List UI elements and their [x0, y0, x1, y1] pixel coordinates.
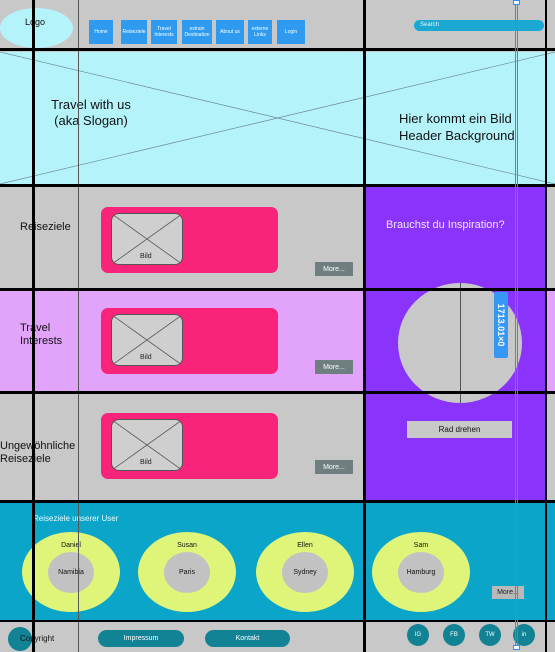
grid-line-h4: [0, 391, 555, 394]
selection-handle-top[interactable]: [513, 0, 520, 5]
card-ungewoehnliche[interactable]: Bild: [101, 413, 278, 479]
user-name: Susan: [177, 542, 197, 549]
more-button-reiseziele[interactable]: More...: [315, 262, 353, 276]
user-card-sam[interactable]: Sam Hamburg: [372, 532, 470, 612]
card-travel-interests[interactable]: Bild: [101, 308, 278, 374]
user-card-ellen[interactable]: Ellen Sydney: [256, 532, 354, 612]
grid-line-mid: [363, 0, 366, 652]
measure-text: 1713.01×0: [496, 303, 506, 347]
search-input[interactable]: Search: [414, 20, 544, 31]
spin-button[interactable]: Rad drehen: [407, 421, 512, 438]
grid-line-h5: [0, 500, 555, 503]
users-title: Reiseziele unserer User: [33, 514, 119, 523]
slogan-line-1: Travel with us: [51, 97, 131, 112]
hero-placeholder-cross: [0, 52, 555, 184]
inspiration-title: Brauchst du Inspiration?: [386, 219, 505, 231]
grid-line-thin-left: [78, 0, 79, 652]
nav-about-us[interactable]: About us: [216, 20, 244, 44]
grid-line-h3: [0, 288, 555, 291]
user-place: Hamburg: [398, 552, 444, 593]
search-placeholder: Search: [420, 22, 440, 28]
bg-note-line-2: Header Background: [399, 128, 515, 143]
image-label: Bild: [140, 354, 152, 361]
selection-handle-bottom[interactable]: [513, 645, 520, 650]
nav-home[interactable]: Home: [89, 20, 113, 44]
nav-reiseziele[interactable]: Reiseziele: [121, 20, 147, 44]
row-title-ungewoehnliche: Ungewöhnliche Reiseziele: [0, 440, 76, 465]
logo[interactable]: [0, 8, 73, 48]
impressum-link[interactable]: Impressum: [98, 630, 184, 647]
grid-line-h6: [0, 620, 555, 622]
user-name: Daniel: [61, 542, 81, 549]
linkedin-icon[interactable]: in: [513, 624, 535, 646]
bg-note-line-1: Hier kommt ein Bild: [399, 111, 512, 126]
user-place: Sydney: [282, 552, 328, 593]
copyright-text: Copyright: [20, 634, 55, 643]
twitter-icon[interactable]: TW: [479, 624, 501, 646]
image-placeholder: Bild: [111, 213, 183, 265]
row-title-travel-interests: Travel Interests: [20, 322, 63, 347]
facebook-icon[interactable]: FB: [443, 624, 465, 646]
image-placeholder: Bild: [111, 419, 183, 471]
kontakt-link[interactable]: Kontakt: [205, 630, 290, 647]
user-card-daniel[interactable]: Daniel Namibia: [22, 532, 120, 612]
logo-text: Logo: [25, 17, 46, 27]
hero-banner: [0, 52, 555, 184]
selection-guide[interactable]: [515, 0, 518, 650]
image-label: Bild: [140, 253, 152, 260]
card-reiseziele[interactable]: Bild: [101, 207, 278, 273]
user-name: Ellen: [297, 542, 313, 549]
wheel-axis: [460, 283, 461, 403]
grid-line-right: [545, 0, 547, 652]
nav-travel-interests[interactable]: Travel Interests: [151, 20, 177, 44]
more-button-users[interactable]: More...: [492, 586, 524, 599]
image-placeholder: Bild: [111, 314, 183, 366]
instagram-icon[interactable]: IG: [407, 624, 429, 646]
grid-line-h2: [0, 184, 555, 187]
user-place: Namibia: [48, 552, 94, 593]
more-button-ungewoehnliche[interactable]: More...: [315, 460, 353, 474]
nav-login[interactable]: Login: [277, 20, 305, 44]
row-title-reiseziele: Reiseziele: [20, 221, 71, 233]
nav-externe-links[interactable]: externe Links: [248, 20, 272, 44]
slogan-line-2: (aka Slogan): [54, 113, 128, 128]
nav-extrain-destination[interactable]: extrain Destination: [182, 20, 212, 44]
image-label: Bild: [140, 459, 152, 466]
hero-slogan: Travel with us (aka Slogan): [46, 97, 136, 129]
measure-badge: 1713.01×0: [494, 292, 508, 358]
user-place: Paris: [164, 552, 210, 593]
grid-line-h1: [0, 48, 555, 51]
grid-line-left: [32, 0, 35, 652]
copyright-circle: [8, 627, 32, 651]
hero-bg-note: Hier kommt ein Bild Header Background: [399, 110, 515, 144]
more-button-travel-interests[interactable]: More...: [315, 360, 353, 374]
user-name: Sam: [413, 542, 429, 549]
user-card-susan[interactable]: Susan Paris: [138, 532, 236, 612]
